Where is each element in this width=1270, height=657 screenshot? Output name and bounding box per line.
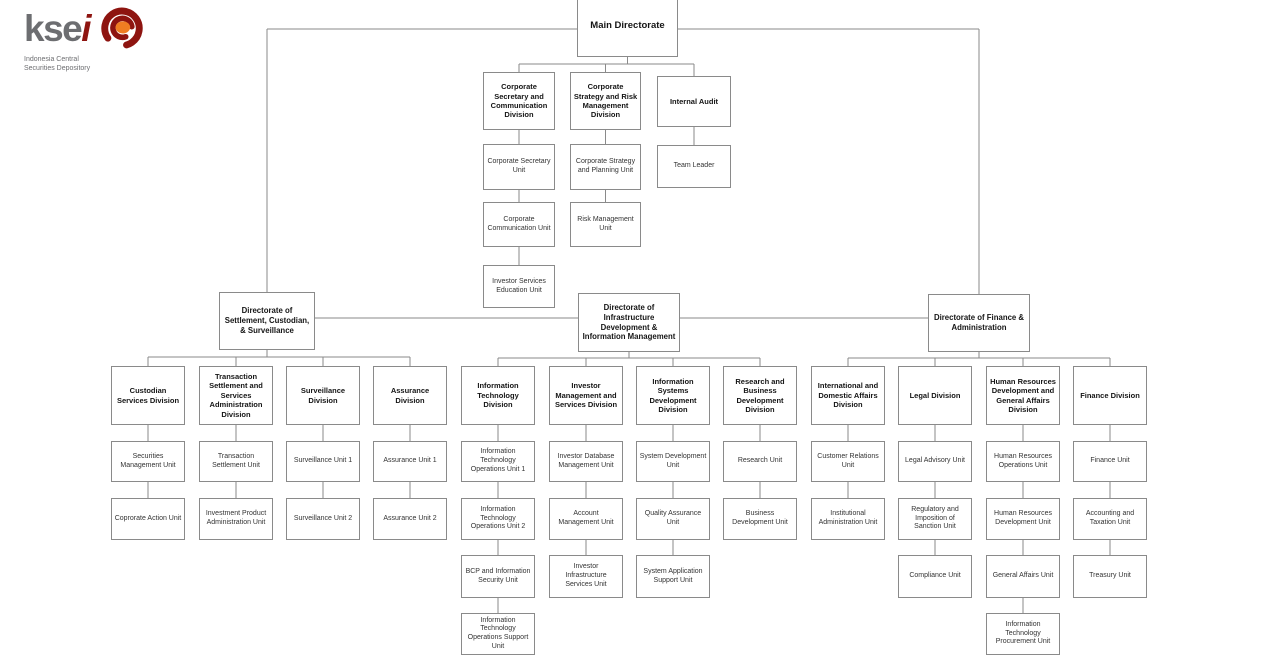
- node-information-technology-procurement-unit: Information Technology Procurement Unit: [986, 613, 1060, 655]
- ksei-tagline-line2: Securities Depository: [24, 65, 91, 73]
- node-surveillance-division: Surveillance Division: [286, 366, 360, 425]
- node-main-directorate: Main Directorate: [577, 0, 678, 57]
- node-information-technology-operations-support-unit: Information Technology Operations Suppor…: [461, 613, 535, 655]
- node-surveillance-unit-1: Surveillance Unit 1: [286, 441, 360, 482]
- node-custodian-services-division: Custodian Services Division: [111, 366, 185, 425]
- node-accounting-taxation-unit: Accounting and Taxation Unit: [1073, 498, 1147, 540]
- ksei-tagline: Indonesia Central Securities Depository: [24, 55, 194, 74]
- ksei-tagline-line1: Indonesia Central: [24, 56, 79, 63]
- node-human-resources-development-unit: Human Resources Development Unit: [986, 498, 1060, 540]
- node-general-affairs-unit: General Affairs Unit: [986, 555, 1060, 598]
- node-system-application-support-unit: System Application Support Unit: [636, 555, 710, 598]
- node-system-development-unit: System Development Unit: [636, 441, 710, 482]
- node-corporate-communication-unit: Corporate Communication Unit: [483, 202, 555, 247]
- node-quality-assurance-unit: Quality Assurance Unit: [636, 498, 710, 540]
- node-transaction-settlement-services-administration-division: Transaction Settlement and Services Admi…: [199, 366, 273, 425]
- node-business-development-unit: Business Development Unit: [723, 498, 797, 540]
- node-international-domestic-affairs-division: International and Domestic Affairs Divis…: [811, 366, 885, 425]
- ksei-logo: ksei Indonesia Central Securities Deposi…: [24, 7, 194, 74]
- node-investor-services-education-unit: Investor Services Education Unit: [483, 265, 555, 308]
- node-directorate-finance-administration: Directorate of Finance & Administration: [928, 294, 1030, 352]
- node-securities-management-unit: Securities Management Unit: [111, 441, 185, 482]
- node-investor-infrastructure-services-unit: Investor Infrastructure Services Unit: [549, 555, 623, 598]
- node-regulatory-imposition-sanction-unit: Regulatory and Imposition of Sanction Un…: [898, 498, 972, 540]
- node-treasury-unit: Treasury Unit: [1073, 555, 1147, 598]
- node-investor-management-services-division: Investor Management and Services Divisio…: [549, 366, 623, 425]
- node-transaction-settlement-unit: Transaction Settlement Unit: [199, 441, 273, 482]
- ksei-wordmark-red: i: [81, 8, 91, 49]
- node-assurance-division: Assurance Division: [373, 366, 447, 425]
- ksei-wordmark: ksei: [24, 8, 91, 49]
- node-directorate-settlement-custodian-surveillance: Directorate of Settlement, Custodian, & …: [219, 292, 315, 350]
- node-finance-division: Finance Division: [1073, 366, 1147, 425]
- node-coprorate-action-unit: Coprorate Action Unit: [111, 498, 185, 540]
- node-institutional-administration-unit: Institutional Administration Unit: [811, 498, 885, 540]
- node-research-business-development-division: Research and Business Development Divisi…: [723, 366, 797, 425]
- node-compliance-unit: Compliance Unit: [898, 555, 972, 598]
- node-internal-audit: Internal Audit: [657, 76, 731, 127]
- node-information-systems-development-division: Information Systems Development Division: [636, 366, 710, 425]
- ksei-wordmark-gray: kse: [24, 8, 83, 49]
- ksei-swirl-icon: [101, 7, 144, 49]
- node-information-technology-operations-unit-1: Information Technology Operations Unit 1: [461, 441, 535, 482]
- node-legal-advisory-unit: Legal Advisory Unit: [898, 441, 972, 482]
- node-account-management-unit: Account Management Unit: [549, 498, 623, 540]
- node-investment-product-administration-unit: Investment Product Administration Unit: [199, 498, 273, 540]
- node-human-resources-development-general-affairs-division: Human Resources Development and General …: [986, 366, 1060, 425]
- node-research-unit: Research Unit: [723, 441, 797, 482]
- node-risk-management-unit: Risk Management Unit: [570, 202, 641, 247]
- node-information-technology-operations-unit-2: Information Technology Operations Unit 2: [461, 498, 535, 540]
- node-information-technology-division: Information Technology Division: [461, 366, 535, 425]
- node-customer-relations-unit: Customer Relations Unit: [811, 441, 885, 482]
- node-bcp-information-security-unit: BCP and Information Security Unit: [461, 555, 535, 598]
- node-finance-unit: Finance Unit: [1073, 441, 1147, 482]
- node-corporate-secretary-communication-division: Corporate Secretary and Communication Di…: [483, 72, 555, 130]
- node-legal-division: Legal Division: [898, 366, 972, 425]
- node-corporate-strategy-planning-unit: Corporate Strategy and Planning Unit: [570, 144, 641, 190]
- node-surveillance-unit-2: Surveillance Unit 2: [286, 498, 360, 540]
- node-team-leader: Team Leader: [657, 145, 731, 188]
- node-assurance-unit-2: Assurance Unit 2: [373, 498, 447, 540]
- node-corporate-secretary-unit: Corporate Secretary Unit: [483, 144, 555, 190]
- node-corporate-strategy-risk-management-division: Corporate Strategy and Risk Management D…: [570, 72, 641, 130]
- node-investor-database-management-unit: Investor Database Management Unit: [549, 441, 623, 482]
- node-directorate-infrastructure-development-information-management: Directorate of Infrastructure Developmen…: [578, 293, 680, 352]
- node-assurance-unit-1: Assurance Unit 1: [373, 441, 447, 482]
- node-human-resources-operations-unit: Human Resources Operations Unit: [986, 441, 1060, 482]
